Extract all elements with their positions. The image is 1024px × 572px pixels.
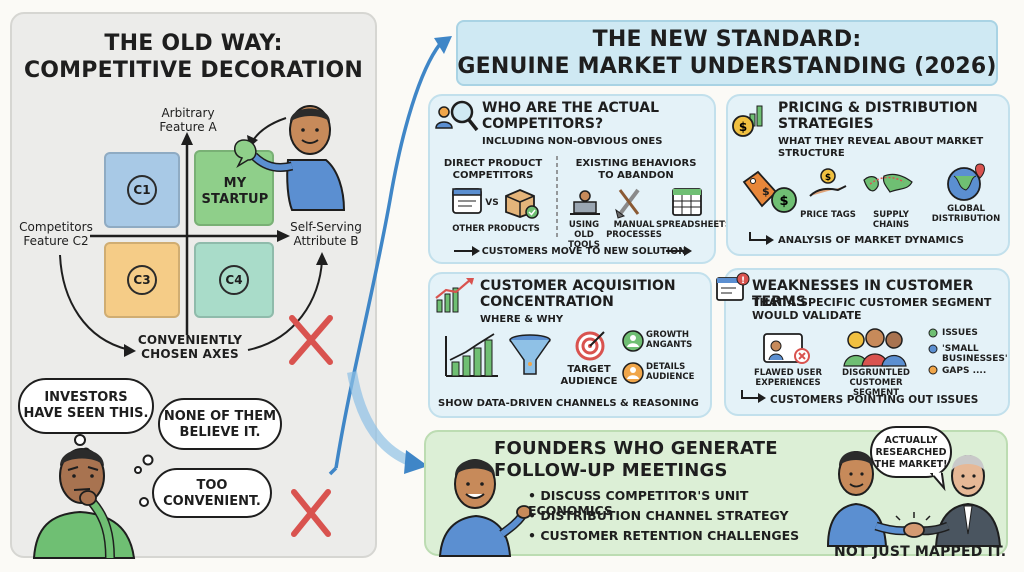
c4-marker: C4 [219, 265, 249, 295]
legend-dots [928, 328, 938, 375]
old-way-title: THE OLD WAY: COMPETITIVE DECORATION [23, 31, 364, 83]
disgruntled-group-icon [843, 328, 907, 367]
globe-pin-icon [947, 163, 985, 201]
svg-text:!: ! [741, 276, 745, 286]
axis-left-label: Competitors Feature C2 [19, 220, 93, 248]
growth-label: GROWTH ANGANTS [646, 330, 693, 350]
warning-window-icon: ! [716, 272, 750, 301]
thought-bubble-convenient: TOO CONVENIENT. [152, 468, 272, 518]
laptop-user-icon [570, 190, 600, 215]
acquisition-subtitle: WHERE & WHY [480, 314, 564, 325]
hand-coin-icon: $ [809, 168, 847, 197]
my-startup-label: MY STARTUP [201, 176, 269, 207]
world-map-icon [863, 173, 913, 193]
new-standard-banner [456, 20, 998, 86]
c1-marker: C1 [127, 175, 157, 205]
target-audience-label: TARGET AUDIENCE [560, 364, 618, 387]
weaknesses-title: WEAKNESSES IN CUSTOMER TERMS [752, 278, 974, 310]
svg-text:$: $ [762, 185, 770, 198]
quadrant-c4: C4 [194, 242, 274, 318]
column-divider [556, 156, 558, 240]
weaknesses-subtitle: THAT A SPECIFIC CUSTOMER SEGMENT WOULD V… [752, 296, 992, 322]
new-standard-title: THE NEW STANDARD: GENUINE MARKET UNDERST… [457, 27, 997, 79]
legend-gaps: GAPS .... [942, 366, 987, 376]
red-x-icon [291, 489, 331, 537]
competitors-title: WHO ARE THE ACTUAL COMPETITORS? [482, 100, 660, 132]
svg-text:$: $ [739, 120, 747, 134]
speech-bubble-researched: ACTUALLY RESEARCHED THE MARKET! [870, 426, 952, 478]
global-distribution-label: GLOBAL DISTRIBUTION [931, 204, 1001, 224]
spreadsheets-label: SPREADSHEETS [656, 220, 732, 230]
bar-chart-icon [445, 333, 498, 377]
direct-competitors-label: DIRECT PRODUCT COMPETITORS [443, 158, 543, 181]
details-person-icon [622, 362, 644, 384]
acquisition-footer: SHOW DATA-DRIVEN CHANNELS & REASONING [438, 398, 699, 409]
bubble-tail-dots [74, 434, 154, 507]
growth-person-icon [622, 330, 644, 352]
axis-right-label: Self-Serving Attribute B [290, 220, 362, 248]
competitors-card [428, 94, 716, 264]
wrench-shovel-icon [615, 188, 640, 219]
vs-label: VS [485, 198, 499, 208]
analysis-arrow [749, 232, 774, 245]
not-just-mapped-caption: NOT JUST MAPPED IT. [834, 544, 1007, 560]
issues-arrow [741, 390, 766, 403]
quadrant-c3: C3 [104, 242, 180, 318]
svg-text:$: $ [779, 194, 788, 209]
competitors-subtitle: INCLUDING NON-OBVIOUS ONES [482, 136, 663, 147]
axis-top-label: Arbitrary Feature A [159, 106, 217, 134]
line-chart-icon [435, 278, 474, 313]
disgruntled-label: DISGRUNTLED CUSTOMER SEGMENT [842, 368, 910, 398]
pricing-title: PRICING & DISTRIBUTION STRATEGIES [778, 100, 978, 132]
svg-text:$: $ [825, 173, 831, 183]
move-arrow [454, 246, 692, 256]
existing-behaviors-label: EXISTING BEHAVIORS TO ABANDON [575, 158, 697, 181]
money-growth-icon: $ [732, 105, 763, 137]
price-tag-icon: $ $ [742, 170, 797, 213]
quadrant-c1: C1 [104, 152, 180, 228]
pricing-footer: ANALYSIS OF MARKET DYNAMICS [778, 235, 964, 246]
axes-caption: CONVENIENTLY CHOSEN AXES [137, 333, 243, 361]
flawed-ux-label: FLAWED USER EXPERIENCES [754, 368, 822, 388]
target-icon [575, 331, 605, 361]
bullet-unit-economics: • DISCUSS COMPETITOR'S UNIT ECONOMICS [528, 488, 749, 518]
spreadsheet-icon [672, 188, 702, 216]
box-check-icon [505, 189, 539, 219]
old-tools-label: USING OLD TOOLS [568, 220, 600, 250]
c3-marker: C3 [127, 265, 157, 295]
thought-bubble-investors: INVESTORS HAVE SEEN THIS. [18, 378, 154, 434]
legend-issues: ISSUES [942, 328, 978, 338]
weaknesses-footer: CUSTOMERS POINTING OUT ISSUES [770, 394, 979, 406]
handshake-illustration [826, 451, 1002, 547]
flawed-ux-icon [763, 333, 810, 364]
acquisition-title: CUSTOMER ACQUISITION CONCENTRATION [480, 278, 676, 310]
bullet-retention: • CUSTOMER RETENTION CHALLENGES [528, 528, 800, 543]
red-x-icon [289, 315, 333, 365]
supply-chains-label: SUPPLY CHAINS [872, 210, 910, 230]
funnel-icon [509, 334, 551, 375]
speech-bubble-tail [929, 472, 946, 492]
legend-small-businesses: 'SMALL BUSINESSES' [942, 344, 1008, 364]
founder-presenting-illustration [438, 459, 532, 557]
founders-title: FOUNDERS WHO GENERATE FOLLOW-UP MEETINGS [494, 438, 778, 481]
details-label: DETAILS AUDIENCE [646, 362, 695, 382]
pricing-subtitle: WHAT THEY REVEAL ABOUT MARKET STRUCTURE [778, 136, 984, 159]
bullet-distribution: • DISTRIBUTION CHANNEL STRATEGY [528, 508, 789, 523]
other-products-label: OTHER PRODUCTS [452, 224, 540, 234]
founder-pointing-illustration [234, 105, 346, 211]
skeptical-investor-illustration [32, 448, 136, 559]
competitors-footer: CUSTOMERS MOVE TO NEW SOLUTION [481, 246, 687, 257]
manual-processes-label: MANUAL PROCESSES [606, 220, 662, 240]
browser-window-icon [452, 188, 482, 214]
positioning-axes [59, 117, 328, 357]
price-tags-label: PRICE TAGS [800, 210, 856, 220]
thought-bubble-believe: NONE OF THEM BELIEVE IT. [158, 398, 282, 450]
magnifier-people-icon [435, 100, 479, 132]
